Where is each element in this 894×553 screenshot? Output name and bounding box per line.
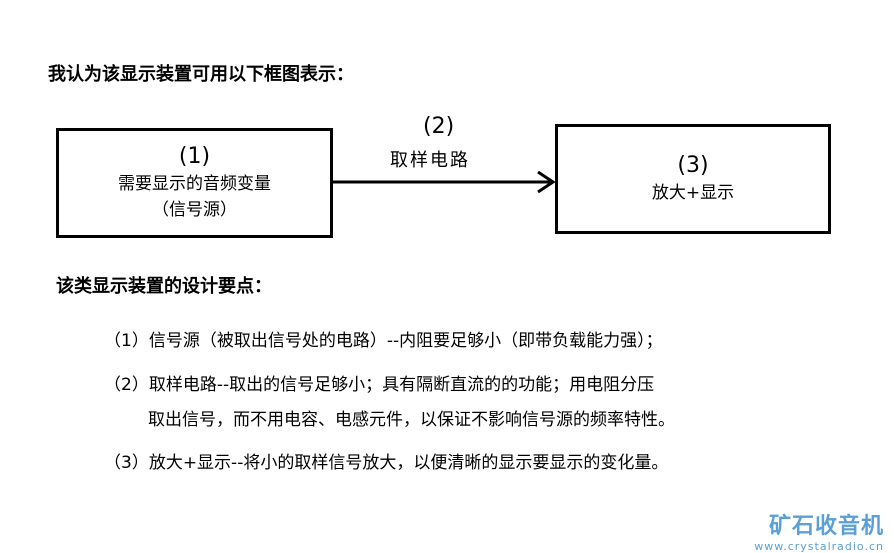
arrow-number: (2): [423, 114, 455, 139]
connector-arrow: [330, 170, 556, 194]
box3-label: 放大+显示: [651, 183, 735, 203]
watermark-title: 矿石收音机: [768, 514, 884, 539]
arrow-label: 取样电路: [390, 150, 470, 171]
box1-label: 需要显示的音频变量: [118, 174, 271, 194]
design-point-1: （1）信号源（被取出信号处的电路）--内阻要足够小（即带负载能力强）；: [104, 331, 663, 351]
signal-source-box: (1) 需要显示的音频变量 （信号源）: [56, 128, 333, 238]
box1-sublabel: （信号源）: [152, 200, 237, 220]
watermark-url: www.crystalradio.cn: [754, 540, 884, 553]
box3-number: (3): [677, 153, 709, 178]
design-point-3: （3）放大+显示--将小的取样信号放大，以便清晰的显示要显示的变化量。: [104, 453, 669, 473]
amplify-display-box: (3) 放大+显示: [555, 124, 831, 234]
watermark: 矿石收音机 www.crystalradio.cn: [754, 508, 884, 553]
design-points-title: 该类显示装置的设计要点：: [56, 276, 272, 297]
design-point-2-line2: 取出信号，而不用电容、电感元件，以保证不影响信号源的频率特性。: [148, 410, 675, 430]
design-point-2-line1: （2）取样电路--取出的信号足够小；具有隔断直流的的功能；用电阻分压: [104, 375, 655, 395]
box1-number: (1): [178, 144, 211, 169]
intro-text: 我认为该显示装置可用以下框图表示：: [48, 64, 354, 85]
